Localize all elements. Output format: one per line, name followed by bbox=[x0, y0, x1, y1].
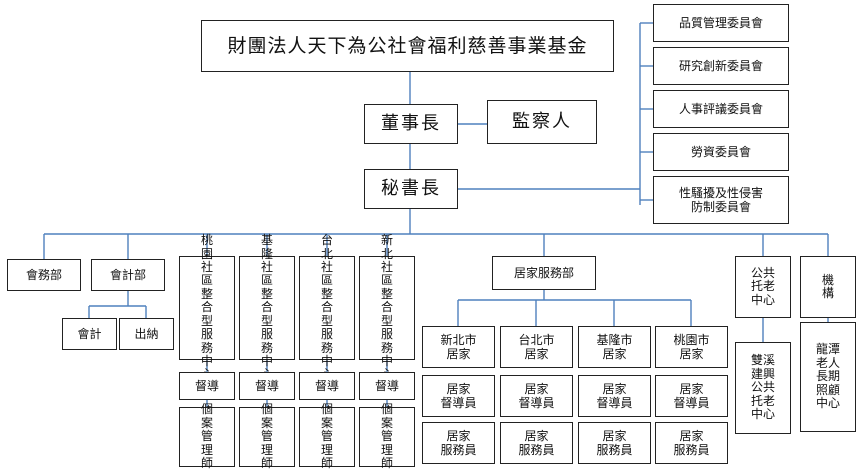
node-hc-newtaipei-srv: 居家 服務員 bbox=[422, 422, 495, 464]
node-hc-taoyuan-sup: 居家 督導員 bbox=[655, 375, 728, 417]
node-newtaipei-casemgr: 個 案 管 理 師 bbox=[359, 403, 415, 470]
node-hc-taipei-srv: 居家 服務員 bbox=[500, 422, 573, 464]
node-hc-taipei-sup: 居家 督導員 bbox=[500, 375, 573, 417]
node-hc-taoyuan-srv: 居家 服務員 bbox=[655, 422, 728, 464]
node-shuangxi-center: 雙溪 建興 公共 托老 中心 bbox=[735, 342, 791, 434]
node-personnel-committee: 人事評議委員會 bbox=[653, 90, 789, 128]
node-foundation: 財團法人天下為公社會福利慈善事業基金 bbox=[201, 20, 614, 72]
node-hc-keelung: 基隆市 居家 bbox=[578, 326, 651, 368]
node-affairs-dept: 會務部 bbox=[7, 259, 81, 291]
node-harassment-committee: 性騷擾及性侵害 防制委員會 bbox=[653, 176, 789, 224]
node-keelung-casemgr: 個 案 管 理 師 bbox=[239, 403, 295, 470]
node-taoyuan-casemgr: 個 案 管 理 師 bbox=[179, 403, 235, 470]
node-labor-committee: 勞資委員會 bbox=[653, 133, 789, 171]
node-hc-keelung-sup: 居家 督導員 bbox=[578, 375, 651, 417]
node-taipei-casemgr: 個 案 管 理 師 bbox=[299, 403, 355, 470]
node-longtan-center: 龍潭 老人 長期 照顧 中心 bbox=[800, 322, 856, 432]
node-research-committee: 研究創新委員會 bbox=[653, 47, 789, 85]
node-taoyuan-supervisor: 督導 bbox=[179, 372, 235, 400]
node-hc-newtaipei: 新北市 居家 bbox=[422, 326, 495, 368]
node-secretary-general: 秘書長 bbox=[364, 169, 458, 209]
node-accountant: 會計 bbox=[62, 318, 117, 350]
node-institution: 機 構 bbox=[800, 256, 856, 318]
node-keelung-supervisor: 督導 bbox=[239, 372, 295, 400]
node-keelung-center: 基 隆 社 區 整 合 型 服 務 中 心 bbox=[239, 233, 295, 381]
node-board-chair: 董事長 bbox=[364, 104, 458, 144]
node-hc-taoyuan: 桃園市 居家 bbox=[655, 326, 728, 368]
node-taipei-supervisor: 督導 bbox=[299, 372, 355, 400]
node-public-center: 公共 托老 中心 bbox=[735, 256, 791, 318]
node-taoyuan-center: 桃 園 社 區 整 合 型 服 務 中 心 bbox=[179, 233, 235, 381]
node-hc-taipei: 台北市 居家 bbox=[500, 326, 573, 368]
node-quality-committee: 品質管理委員會 bbox=[653, 4, 789, 42]
node-taipei-center: 台 北 社 區 整 合 型 服 務 中 心 bbox=[299, 233, 355, 381]
node-newtaipei-center: 新 北 社 區 整 合 型 服 務 中 心 bbox=[359, 233, 415, 381]
node-hc-newtaipei-sup: 居家 督導員 bbox=[422, 375, 495, 417]
node-homecare-dept: 居家服務部 bbox=[492, 256, 596, 290]
node-accounting-dept: 會計部 bbox=[91, 259, 165, 291]
node-newtaipei-supervisor: 督導 bbox=[359, 372, 415, 400]
node-supervisor: 監察人 bbox=[487, 100, 597, 144]
node-hc-keelung-srv: 居家 服務員 bbox=[578, 422, 651, 464]
node-cashier: 出納 bbox=[119, 318, 174, 350]
